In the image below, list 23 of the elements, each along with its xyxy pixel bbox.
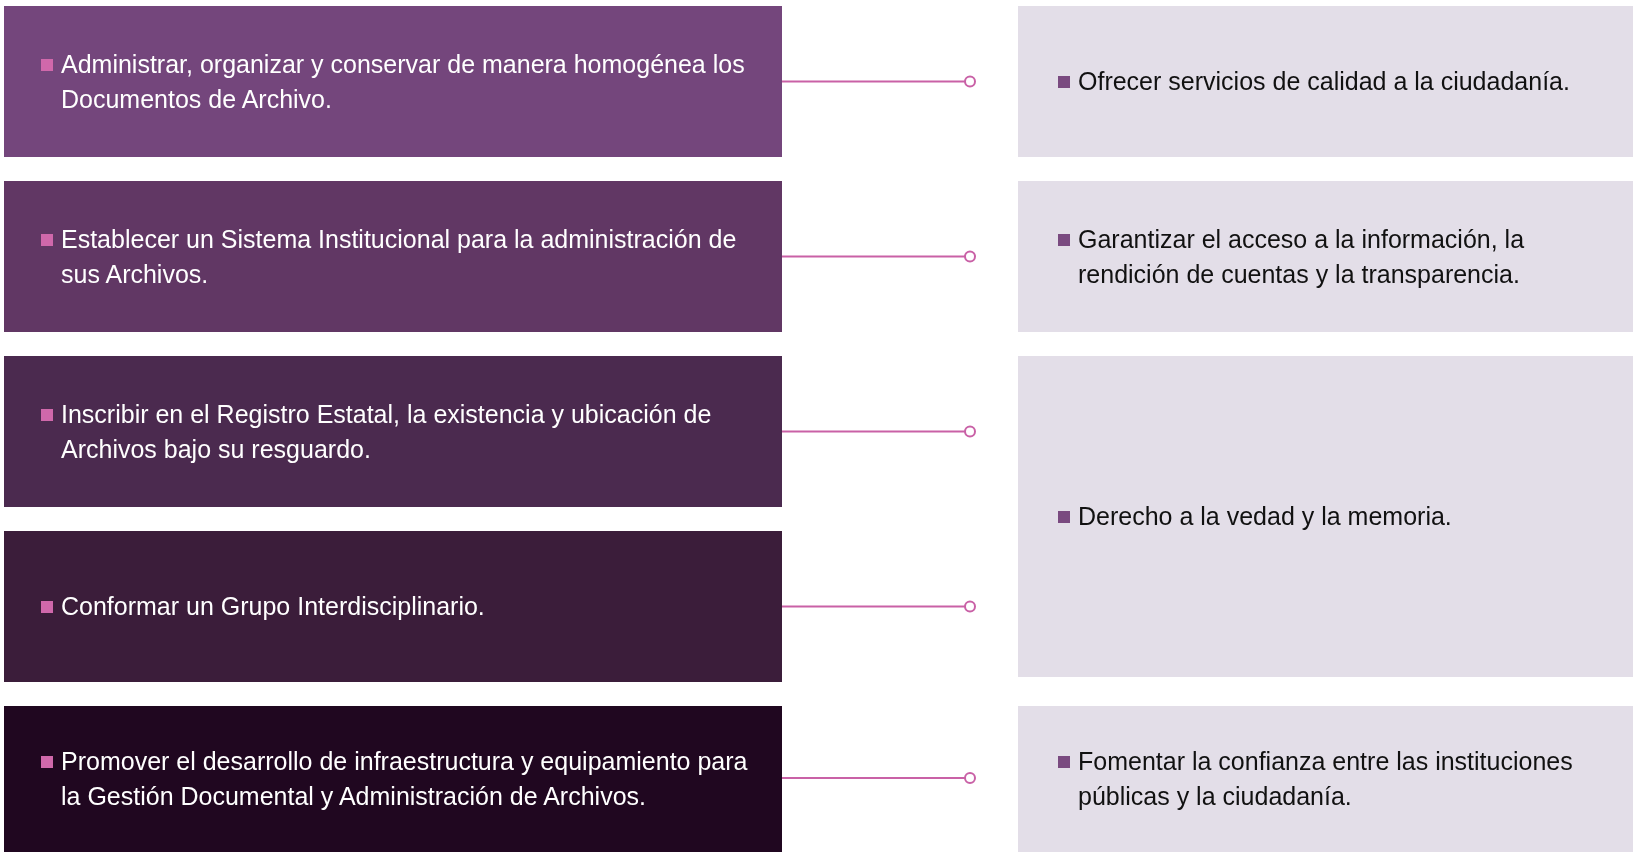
connector-line — [781, 250, 976, 263]
benefit-box — [1018, 356, 1633, 677]
bullet-text: Administrar, organizar y conservar de manera homogénea los Documentos de Archivo. — [61, 48, 746, 115]
goal-box — [4, 356, 782, 507]
goal-box — [4, 706, 782, 852]
connector-line — [781, 75, 976, 88]
connector-line — [781, 425, 976, 438]
connector-line — [781, 600, 976, 613]
bullet-text: Inscribir en el Registro Estatal, la existencia y ubicación de Archivos bajo su resguardo. — [61, 398, 713, 465]
benefit-box — [1018, 181, 1633, 332]
goal-box — [4, 181, 782, 332]
bullet-text: Conformar un Grupo Interdisciplinario. — [61, 591, 485, 622]
goal-box — [4, 6, 782, 157]
connector-line — [781, 772, 976, 784]
benefit-box — [1018, 6, 1633, 157]
bullet-text: Ofrecer servicios de calidad a la ciudadanía. — [1078, 66, 1570, 97]
goal-box — [4, 531, 782, 682]
benefit-box — [1018, 706, 1633, 852]
bullet-text: Establecer un Sistema Institucional para la administración de sus Archivos. — [61, 223, 738, 290]
bullet-text: Fomentar la confianza entre las instituciones públicas y la ciudadanía. — [1078, 746, 1574, 812]
bullet-text: Garantizar el acceso a la información, la rendición de cuentas y la transparencia. — [1078, 223, 1526, 290]
bullet-text: Promover el desarrollo de infraestructura y equipamiento para la Gestión Documental y Administración de Archivos. — [61, 746, 749, 812]
bullet-text: Derecho a la vedad y la memoria. — [1078, 501, 1452, 532]
